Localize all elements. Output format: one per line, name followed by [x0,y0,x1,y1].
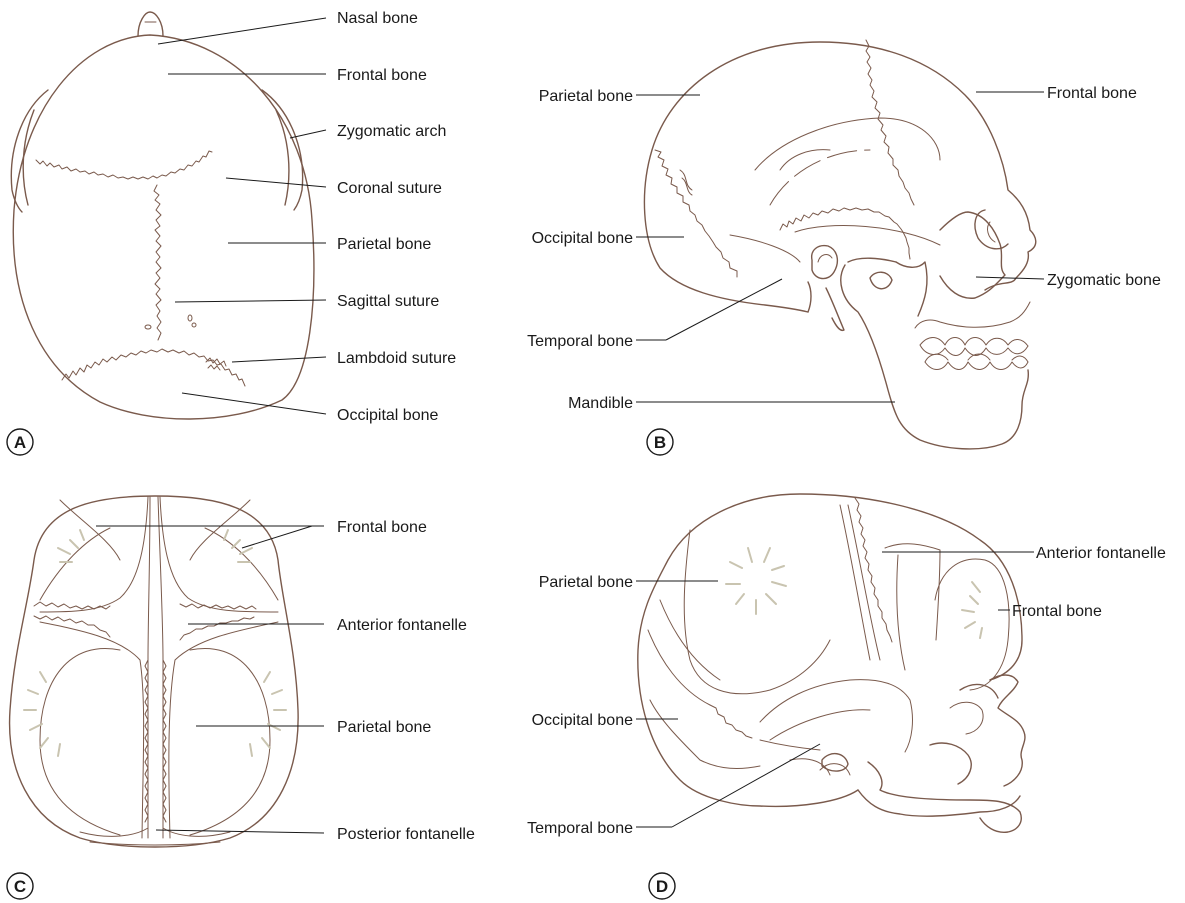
sagittal-suture-a [154,185,161,340]
teeth-lower [925,362,1028,370]
panel-letter-c: C [14,877,26,896]
coronal-suture-a [36,151,212,179]
label-nasal-bone: Nasal bone [337,10,418,27]
panel-a-labels: Nasal bone Frontal bone Zygomatic arch C… [337,10,456,424]
panel-a-leaders [158,18,326,414]
label-coronal-suture: Coronal suture [337,180,442,197]
zygomatic-arch-left [11,90,48,212]
nasal-bone-shape [138,12,163,36]
label-posterior-fontanelle-c: Posterior fontanelle [337,826,475,843]
panel-a [11,12,314,419]
face-shape-d [990,675,1025,786]
panel-c-leaders [96,526,324,833]
squamosal-suture [780,208,910,259]
label-lambdoid-suture: Lambdoid suture [337,350,456,367]
label-parietal-bone: Parietal bone [337,236,431,253]
panel-b-leaders [636,92,1044,402]
panel-letter-d: D [656,877,668,896]
label-sagittal-suture: Sagittal suture [337,293,439,310]
panel-letter-b: B [654,433,666,452]
panel-letter-a: A [14,433,26,452]
label-frontal-bone-d: Frontal bone [1012,603,1102,620]
coronal-suture-b [866,40,914,205]
panel-c-marker: C [7,873,33,899]
skull-outline-b [644,42,1035,312]
label-zygomatic-arch: Zygomatic arch [337,123,446,140]
zygomatic-bone-shape [940,212,1005,298]
label-frontal-bone: Frontal bone [337,67,427,84]
panel-d-marker: D [649,873,675,899]
teeth-upper [920,338,1028,347]
label-parietal-bone-c: Parietal bone [337,719,431,736]
panel-b [644,40,1035,449]
label-mandible-b: Mandible [568,395,633,412]
label-occipital-bone-b: Occipital bone [532,230,633,247]
panel-b-labels: Parietal bone Occipital bone Temporal bo… [527,85,1161,412]
label-frontal-bone-c: Frontal bone [337,519,427,536]
label-zygomatic-bone-b: Zygomatic bone [1047,272,1161,289]
label-temporal-bone-b: Temporal bone [527,333,633,350]
panel-c-labels: Frontal bone Anterior fontanelle Parieta… [337,519,475,843]
skull-outline-c [10,496,299,847]
label-parietal-bone-b: Parietal bone [539,88,633,105]
skull-outline-a [13,35,314,419]
temporal-squama-d [760,680,912,752]
panel-d [638,494,1025,832]
panel-d-labels: Parietal bone Occipital bone Temporal bo… [527,545,1166,837]
skull-outline-d [638,494,1022,806]
panel-c [10,496,299,847]
label-occipital-bone: Occipital bone [337,407,438,424]
label-anterior-fontanelle-d: Anterior fontanelle [1036,545,1166,562]
external-ear-opening [812,246,838,279]
lambdoid-suture-b [655,150,737,277]
mandible-shape [841,265,1029,449]
ossification-centres-d [726,548,982,638]
label-parietal-bone-d: Parietal bone [539,574,633,591]
coronal-suture-d [855,498,892,642]
label-temporal-bone-d: Temporal bone [527,820,633,837]
panel-b-marker: B [647,429,673,455]
label-anterior-fontanelle-c: Anterior fontanelle [337,617,467,634]
ossification-centres-c [24,530,286,756]
label-frontal-bone-b: Frontal bone [1047,85,1137,102]
label-occipital-bone-d: Occipital bone [532,712,633,729]
panel-a-marker: A [7,429,33,455]
